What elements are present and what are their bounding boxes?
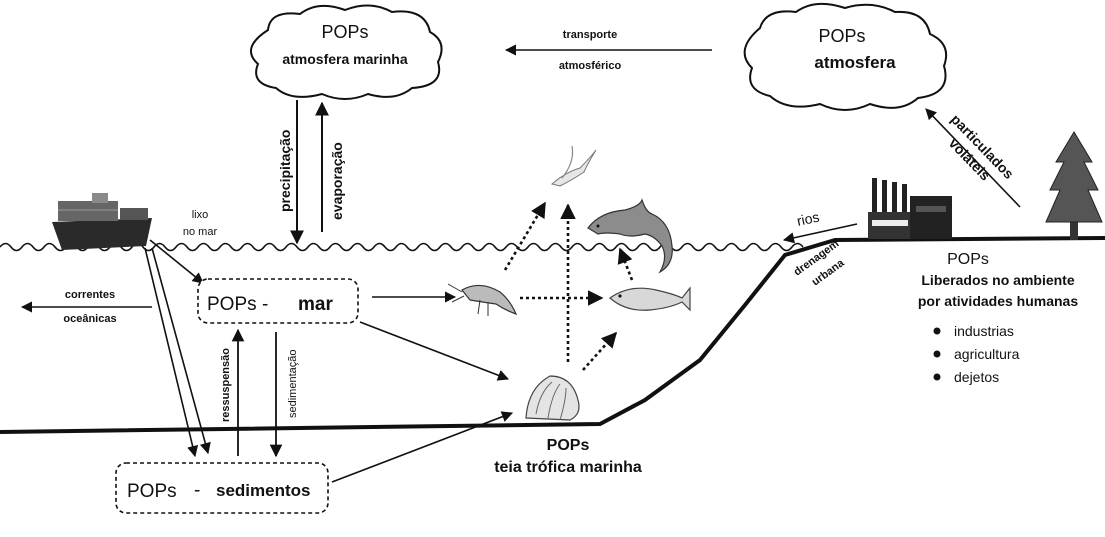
pops-sea-right: mar <box>298 294 333 315</box>
pops-sea-box: POPs - mar <box>197 278 359 324</box>
precipitation-label: precipitação <box>277 130 293 212</box>
currents-label-line1: correntes <box>65 289 115 301</box>
dolphin-image <box>587 198 673 274</box>
fish-image <box>609 286 691 312</box>
ship-image <box>52 193 152 250</box>
bullet-waste: dejetos <box>954 369 999 385</box>
rivers-arrow <box>782 223 858 244</box>
evaporation-label: evaporação <box>329 142 345 220</box>
rivers-label: rios <box>795 209 820 229</box>
shrimp-image <box>447 283 518 316</box>
pops-sediments-right: sedimentos <box>216 481 310 500</box>
trash-label-line2: no mar <box>183 226 218 238</box>
marine-atmosphere-cloud: POPs atmosfera marinha <box>249 4 443 100</box>
particulates-arrow <box>925 108 1021 208</box>
land-title: POPs <box>947 251 989 268</box>
bird-image <box>550 145 597 187</box>
transport-label-line1: transporte <box>563 29 617 41</box>
atmosphere-cloud: POPs atmosfera <box>743 2 948 111</box>
bullet-dot <box>933 327 941 335</box>
currents-label-line2: oceânicas <box>63 313 116 325</box>
land-line2: por atividades humanas <box>918 293 1078 309</box>
bullet-dot <box>933 350 941 358</box>
transport-label-line2: atmosférico <box>559 60 622 72</box>
tree-image <box>1045 131 1103 240</box>
ship-to-sediment-arrow-2 <box>151 247 211 455</box>
land-line1: Liberados no ambiente <box>921 272 1074 288</box>
pops-sediments-box: POPs - sedimentos <box>115 462 329 514</box>
trash-label-line1: lixo <box>192 209 209 221</box>
sea-to-shell-arrow <box>359 321 510 381</box>
web-arrow-shell-fish <box>582 331 618 371</box>
web-arrow-shrimp-bird <box>503 201 547 271</box>
sea-floor-line <box>0 236 1105 434</box>
bullet-industries: industrias <box>954 323 1014 339</box>
bullet-dot <box>933 373 941 381</box>
pops-sea-left: POPs <box>207 294 257 315</box>
sediment-to-shell-arrow <box>331 411 514 483</box>
sedimentation-label: sedimentação <box>287 350 299 419</box>
marine-cloud-title: POPs <box>321 22 368 42</box>
ship-to-sediment-arrow-1 <box>144 247 199 458</box>
web-arrow-fish-dolphin <box>617 247 634 281</box>
ship-to-sea-arrow <box>149 239 204 284</box>
foodweb-label-line1: POPs <box>547 437 590 454</box>
factory-image <box>868 178 952 239</box>
foodweb-label-line2: teia trófica marinha <box>494 459 642 476</box>
atmosphere-cloud-title: POPs <box>818 26 865 46</box>
pops-sediments-dash: - <box>194 480 200 501</box>
bullet-agriculture: agricultura <box>954 346 1020 362</box>
pops-sea-dash: - <box>262 294 268 315</box>
atmosphere-cloud-subtitle: atmosfera <box>814 53 896 72</box>
marine-cloud-subtitle: atmosfera marinha <box>282 51 407 67</box>
shell-image <box>525 375 580 421</box>
resuspension-label: ressuspensão <box>220 348 232 422</box>
pops-sediments-left: POPs <box>127 481 177 502</box>
